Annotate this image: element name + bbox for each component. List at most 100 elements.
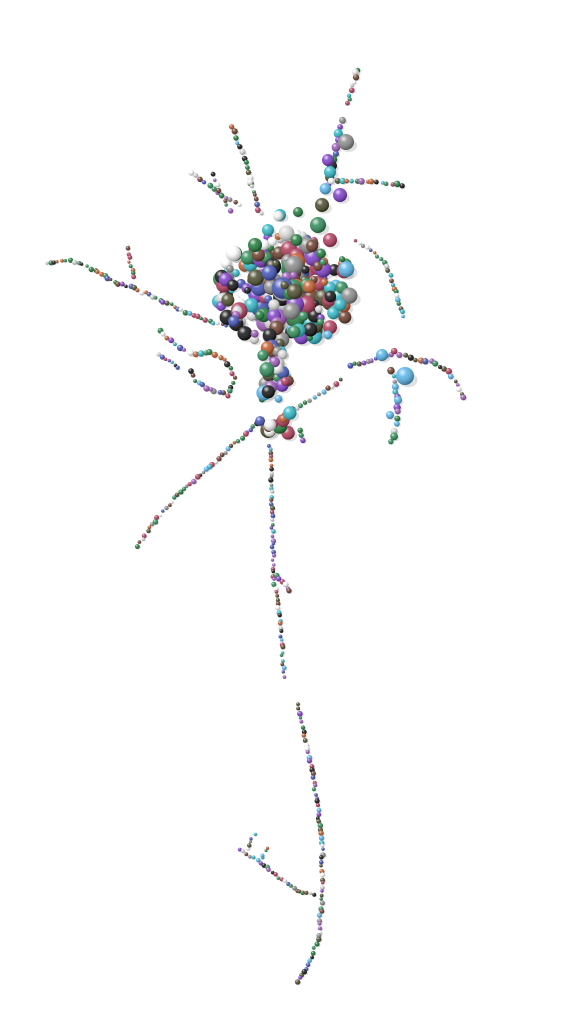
bead-highlight <box>344 178 349 184</box>
bead-highlight <box>45 261 49 265</box>
bead-highlight <box>228 315 240 327</box>
bead-highlight <box>247 179 253 185</box>
bead-highlight <box>282 665 287 671</box>
bead-highlight <box>389 278 394 284</box>
bead-highlight <box>310 217 326 233</box>
bead-highlight <box>262 328 277 342</box>
bead-highlight <box>361 360 367 366</box>
bead-highlight <box>391 383 399 391</box>
bead-highlight <box>192 351 199 358</box>
bead-highlight <box>149 522 154 527</box>
bead-highlight <box>360 243 365 248</box>
bead-highlight <box>152 519 159 525</box>
bead-highlight <box>164 505 169 510</box>
bead-highlight <box>68 257 74 263</box>
bead-highlight <box>401 314 405 319</box>
bead-highlight <box>203 466 209 472</box>
bead-highlight <box>316 318 324 326</box>
bead-highlight <box>182 310 189 316</box>
bead-highlight <box>303 322 318 337</box>
bead-highlight <box>268 457 274 463</box>
bead-highlight <box>163 357 168 361</box>
bead-highlight <box>164 300 170 306</box>
bead-highlight <box>277 613 282 618</box>
bead-highlight <box>347 97 352 102</box>
bead-highlight <box>270 489 275 494</box>
bead-highlight <box>60 258 64 263</box>
bead-highlight <box>268 299 280 311</box>
bead-highlight <box>202 317 208 323</box>
bead-highlight <box>280 662 285 667</box>
bead-highlight <box>193 379 198 383</box>
bead-highlight <box>314 305 323 313</box>
bead-highlight <box>320 872 325 878</box>
bead-highlight <box>376 349 388 361</box>
bead-highlight <box>300 437 306 444</box>
bead-highlight <box>300 890 305 895</box>
bead-highlight <box>154 515 160 520</box>
bead-highlight <box>327 306 340 320</box>
bead-highlight <box>299 231 307 239</box>
bead-highlight <box>346 93 352 98</box>
bead-highlight <box>273 211 283 221</box>
bead-highlight <box>188 169 195 176</box>
bead-highlight <box>338 134 354 150</box>
bead-highlight <box>455 383 460 387</box>
bead-highlight <box>245 169 252 176</box>
bead-highlight <box>191 478 197 485</box>
bead-highlight <box>298 975 303 980</box>
bead-highlight <box>306 240 318 252</box>
bead-highlight <box>216 187 222 194</box>
bead-highlight <box>375 254 379 259</box>
bead-highlight <box>215 320 220 325</box>
bead-highlight <box>320 889 324 893</box>
bead-highlight <box>267 444 271 448</box>
bead-highlight <box>279 629 284 633</box>
bead-highlight <box>316 812 322 817</box>
bead-highlight <box>228 443 234 448</box>
bead-highlight <box>233 199 238 205</box>
bead-highlight <box>187 482 192 487</box>
bead-highlight <box>172 495 177 500</box>
bead-highlight <box>164 335 170 341</box>
bead-highlight <box>178 489 184 495</box>
bead-highlight <box>223 198 228 203</box>
bead-highlight <box>223 451 228 455</box>
bead-highlight <box>115 281 121 287</box>
bead-highlight <box>297 427 303 433</box>
bead-highlight <box>269 510 275 515</box>
bead-highlight <box>51 260 56 265</box>
bead-highlight <box>237 202 242 207</box>
bead-highlight <box>325 385 331 391</box>
bead-highlight <box>250 329 259 338</box>
bead-highlight <box>294 405 300 411</box>
bead-highlight <box>337 124 343 130</box>
bead-highlight <box>167 358 171 363</box>
bead-highlight <box>261 863 267 868</box>
bead-highlight <box>225 446 231 452</box>
bead-highlight <box>347 362 354 369</box>
bead-highlight <box>215 181 221 188</box>
bead-highlight <box>284 255 303 275</box>
bead-highlight <box>243 159 249 165</box>
bead-highlight <box>400 309 405 315</box>
bead-highlight <box>232 269 240 277</box>
bead-highlight <box>195 313 201 319</box>
bead-highlight <box>438 365 443 369</box>
bead-highlight <box>270 517 275 522</box>
bead-highlight <box>390 432 398 441</box>
bead-highlight <box>169 302 174 306</box>
bead-highlight <box>131 270 136 275</box>
bead-highlight <box>276 876 281 880</box>
bead-highlight <box>369 248 373 252</box>
bead-highlight <box>231 380 236 385</box>
bead-highlight <box>175 365 180 370</box>
bead-highlight <box>262 224 274 236</box>
bead-highlight <box>239 148 246 155</box>
bead-highlight <box>127 260 131 264</box>
bead-highlight <box>407 354 414 361</box>
bead-highlight <box>356 361 362 367</box>
bead-highlight <box>190 372 196 378</box>
bead-highlight <box>394 396 402 404</box>
bead-highlight <box>195 474 201 480</box>
